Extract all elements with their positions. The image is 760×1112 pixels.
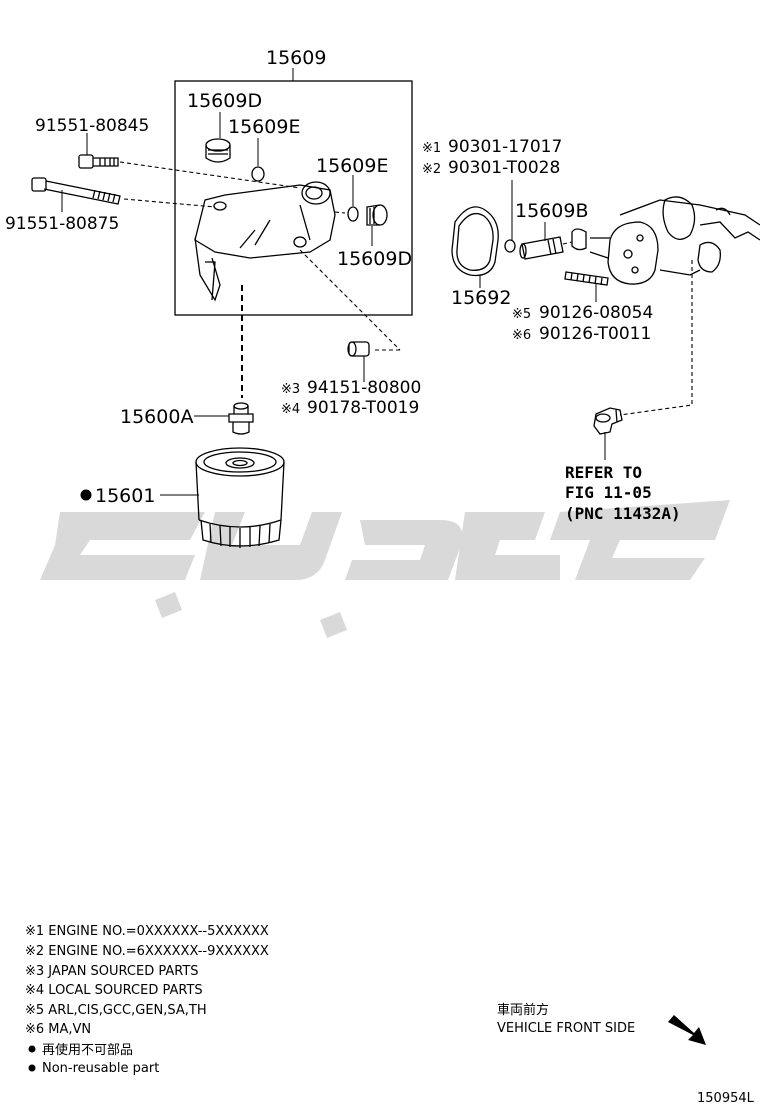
label-15609d-upper: 15609D	[187, 90, 262, 112]
plug-15609d-right	[366, 204, 388, 226]
mark-5: ※5	[512, 307, 531, 322]
plug-94151-80800	[347, 341, 370, 357]
label-15609: 15609	[266, 47, 326, 69]
mark-4: ※4	[281, 402, 300, 417]
legend-dot-en	[28, 1064, 36, 1072]
label-90126-t0011: 90126-T0011	[539, 324, 651, 344]
note-1: ※1 ENGINE NO.=0XXXXXX--5XXXXXX	[25, 924, 269, 939]
mark-6: ※6	[512, 328, 531, 343]
note-4: ※4 LOCAL SOURCED PARTS	[25, 983, 203, 998]
mark-3: ※3	[281, 382, 300, 397]
figure-id: 150954L	[697, 1091, 755, 1106]
label-90126-08054: 90126-08054	[539, 303, 653, 323]
legend-dot-jp	[28, 1045, 36, 1053]
refer-line-3: (PNC 11432A)	[565, 504, 681, 523]
oring-15609e-right	[347, 206, 359, 222]
label-15600a: 15600A	[120, 406, 193, 428]
label-15609b: 15609B	[515, 200, 588, 222]
notes-list: ※1 ENGINE NO.=0XXXXXX--5XXXXXX ※2 ENGINE…	[25, 924, 269, 1037]
label-90301-17017: 90301-17017	[448, 137, 562, 157]
label-15609d-right: 15609D	[337, 248, 412, 270]
note-6: ※6 MA,VN	[25, 1022, 91, 1037]
watermark-logo	[40, 500, 730, 638]
legend-jp: 再使用不可部品	[42, 1042, 133, 1058]
label-90301-t0028: 90301-T0028	[448, 158, 560, 178]
note-5: ※5 ARL,CIS,GCC,GEN,SA,TH	[25, 1003, 207, 1018]
refer-line-2: FIG 11-05	[565, 483, 652, 502]
filter-bracket-housing	[194, 181, 336, 302]
seal-ring	[504, 239, 516, 253]
oring-15609e-upper	[251, 166, 265, 182]
mark-2: ※2	[422, 162, 441, 177]
union-15600a	[228, 402, 254, 435]
refer-line-1: REFER TO	[565, 463, 642, 482]
label-15601: 15601	[95, 485, 155, 507]
front-arrow-icon	[668, 1015, 706, 1045]
label-94151-80800: 94151-80800	[307, 378, 421, 398]
label-91551-80845: 91551-80845	[35, 116, 149, 136]
pipe-15609b	[519, 236, 564, 260]
non-reusable-dot	[80, 489, 92, 501]
note-2: ※2 ENGINE NO.=6XXXXXX--9XXXXXX	[25, 944, 269, 959]
label-15609e-upper: 15609E	[228, 116, 300, 138]
note-3: ※3 JAPAN SOURCED PARTS	[25, 964, 199, 979]
engine-block-fragment	[571, 196, 760, 285]
oil-filter-15601	[195, 447, 285, 548]
gasket-15692	[451, 206, 499, 277]
label-15609e-right: 15609E	[316, 155, 388, 177]
label-91551-80875: 91551-80875	[5, 214, 119, 234]
front-en: VEHICLE FRONT SIDE	[497, 1021, 635, 1036]
front-jp: 車両前方	[497, 1002, 549, 1018]
bolt-91551-80875	[31, 177, 121, 205]
elbow-fitting	[593, 407, 623, 435]
legend-en: Non-reusable part	[42, 1061, 159, 1076]
bolt-91551-80845	[78, 154, 119, 169]
plug-15609d-upper	[205, 138, 231, 163]
label-90178-t0019: 90178-T0019	[307, 398, 419, 418]
label-15692: 15692	[451, 287, 511, 309]
stud-90126	[564, 271, 609, 286]
mark-1: ※1	[422, 141, 441, 156]
